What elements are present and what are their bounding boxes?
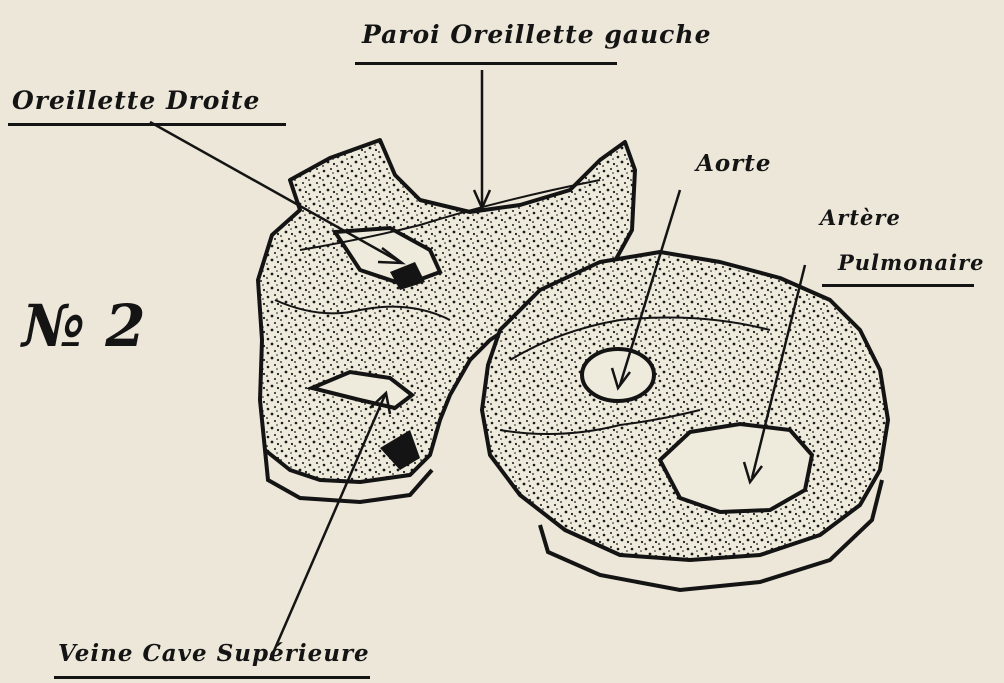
label-artere: Artère: [820, 205, 901, 230]
underline-veine-cave: [54, 676, 370, 679]
label-paroi-oreillette-gauche: Paroi Oreillette gauche: [362, 20, 712, 49]
underline-paroi: [355, 62, 617, 65]
label-aorte: Aorte: [696, 150, 772, 177]
great-vessels-block: [482, 252, 888, 590]
label-pulmonaire: Pulmonaire: [838, 250, 985, 275]
label-veine-cave-superieure: Veine Cave Supérieure: [58, 640, 370, 667]
figure-number: № 2: [22, 292, 146, 360]
underline-pulmonaire: [822, 284, 974, 287]
underline-oreillette-droite: [8, 123, 286, 126]
label-oreillette-droite: Oreillette Droite: [12, 86, 260, 115]
